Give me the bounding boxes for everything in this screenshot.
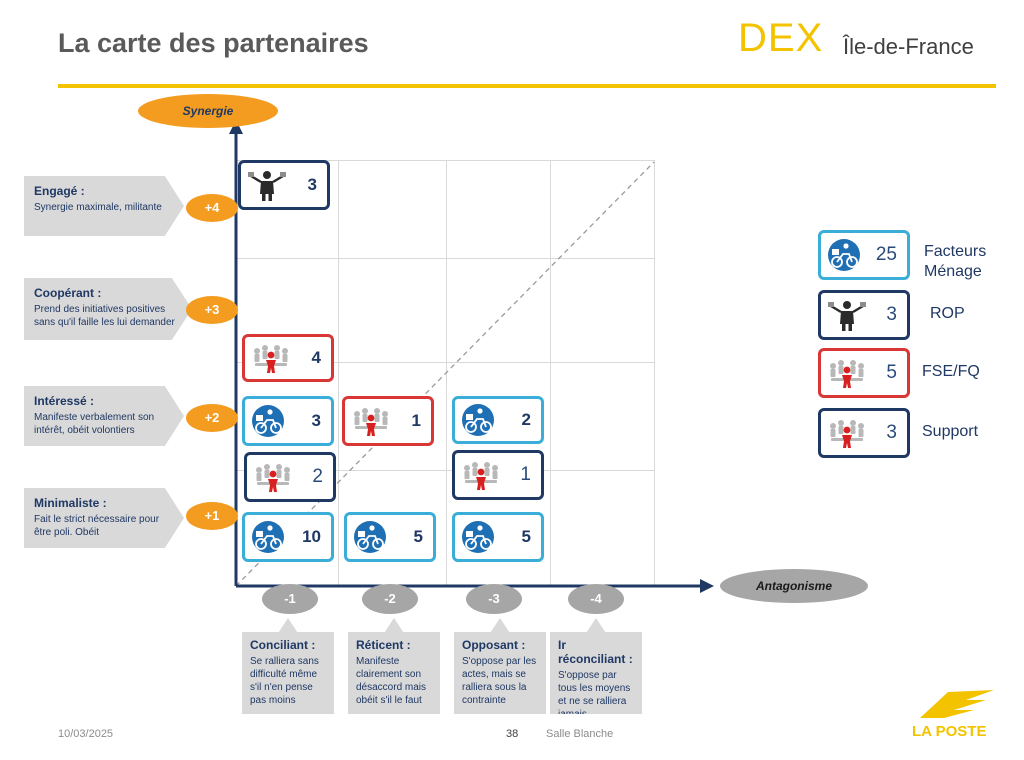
- team-red-icon: [253, 460, 293, 494]
- dex-logo: DEX: [738, 16, 824, 60]
- y-axis-arrow: [229, 120, 243, 134]
- postman-bike-icon: [251, 520, 291, 554]
- postman-bike-icon: [827, 238, 867, 272]
- legend-card-support: 3: [818, 408, 910, 458]
- legend-count: 5: [886, 362, 897, 383]
- level-badge: +1: [186, 502, 238, 530]
- level-callout-reticent: Réticent : Manifeste clairement son désa…: [348, 618, 440, 714]
- level-description: Manifeste clairement son désaccord mais …: [356, 656, 427, 706]
- partner-count: 3: [311, 411, 321, 430]
- team-red-icon: [461, 458, 501, 492]
- team-red-icon: [827, 356, 867, 390]
- postman-bike-icon: [353, 520, 393, 554]
- level-badge: -3: [466, 584, 522, 614]
- level-title: Coopérant :: [34, 286, 102, 300]
- level-callout-cooperant: Coopérant : Prend des initiatives positi…: [24, 278, 192, 340]
- team-red-icon: [827, 416, 867, 450]
- team-red-icon: [251, 341, 291, 375]
- level-description: Prend des initiatives positives sans qu'…: [34, 304, 175, 328]
- level-badge: +2: [186, 404, 238, 432]
- level-badge: -2: [362, 584, 418, 614]
- legend-label-fse: FSE/FQ: [922, 363, 980, 380]
- level-description: Se ralliera sans difficulté même s'il n'…: [250, 656, 319, 706]
- y-axis-label: Synergie: [138, 94, 278, 128]
- legend-card-fse: 5: [818, 348, 910, 398]
- level-title: Minimaliste :: [34, 496, 107, 510]
- level-description: Fait le strict nécessaire pour être poli…: [34, 514, 160, 538]
- level-description: Synergie maximale, militante: [34, 202, 162, 213]
- level-title: Intéressé :: [34, 394, 95, 408]
- level-title: Opposant :: [462, 638, 526, 652]
- legend-card-facteurs: 25: [818, 230, 910, 280]
- page-number: 38: [506, 728, 519, 740]
- partner-card: 2: [244, 452, 336, 502]
- partner-card: 2: [452, 396, 544, 444]
- la-poste-bird-icon: [920, 690, 994, 718]
- level-description: Manifeste verbalement son intérêt, obéit…: [34, 412, 155, 436]
- legend-label-line: Facteurs: [924, 243, 987, 260]
- legend-count: 3: [886, 422, 897, 443]
- level-callout-interesse: Intéressé : Manifeste verbalement son in…: [24, 386, 184, 446]
- footer-room: Salle Blanche: [546, 728, 614, 740]
- level-callout-irreconciliant: Ir réconciliant : S'oppose par tous les …: [550, 618, 642, 714]
- partner-count: 3: [307, 175, 317, 194]
- legend-count: 25: [875, 244, 897, 265]
- partner-count: 4: [311, 348, 321, 367]
- la-poste-logo-text: LA POSTE: [912, 723, 987, 740]
- header-divider: [58, 84, 996, 88]
- level-badge: -4: [568, 584, 624, 614]
- legend-count: 3: [886, 304, 897, 325]
- legend-label-rop: ROP: [930, 305, 965, 322]
- level-badge: +3: [186, 296, 238, 324]
- partner-count: 1: [411, 411, 421, 430]
- legend-card-rop: 3: [818, 290, 910, 340]
- level-callout-opposant: Opposant : S'oppose par les actes, mais …: [454, 618, 546, 714]
- level-title: Engagé :: [34, 184, 85, 198]
- page-title: La carte des partenaires: [58, 28, 369, 58]
- partner-card: 1: [452, 450, 544, 500]
- x-axis-label: Antagonisme: [720, 569, 868, 603]
- logo-region-label: Île-de-France: [843, 34, 974, 59]
- level-title: Réticent :: [356, 638, 411, 652]
- level-description: S'oppose par tous les moyens et ne se ra…: [558, 670, 631, 720]
- partner-card: 3: [238, 160, 330, 210]
- postman-bike-icon: [461, 520, 501, 554]
- level-badge: -1: [262, 584, 318, 614]
- team-red-icon: [351, 404, 391, 438]
- level-title: Conciliant :: [250, 638, 316, 652]
- footer-date: 10/03/2025: [58, 728, 114, 740]
- partner-count: 2: [521, 410, 531, 429]
- businessman-icon: [247, 168, 287, 202]
- partner-card: 5: [344, 512, 436, 562]
- legend-label-support: Support: [922, 423, 979, 440]
- partner-count: 2: [312, 466, 323, 487]
- partner-count: 5: [413, 527, 423, 546]
- partner-count: 10: [302, 527, 321, 546]
- partner-card: 10: [242, 512, 334, 562]
- x-axis-arrow: [700, 579, 714, 593]
- level-callout-minimaliste: Minimaliste : Fait le strict nécessaire …: [24, 488, 184, 548]
- partner-card: 3: [242, 396, 334, 446]
- legend-label-line: Ménage: [924, 263, 982, 280]
- level-badge: +4: [186, 194, 238, 222]
- partner-card: 1: [342, 396, 434, 446]
- postman-bike-icon: [251, 404, 291, 438]
- businessman-icon: [827, 298, 867, 332]
- level-callout-conciliant: Conciliant : Se ralliera sans difficulté…: [242, 618, 334, 714]
- partner-card: 4: [242, 334, 334, 382]
- partner-card: 5: [452, 512, 544, 562]
- partner-count: 1: [520, 464, 531, 485]
- level-callout-engage: Engagé : Synergie maximale, militante: [24, 176, 184, 236]
- legend-label-facteurs: Facteurs Ménage: [924, 242, 986, 282]
- level-description: S'oppose par les actes, mais se ralliera…: [462, 656, 537, 706]
- level-title: Ir réconciliant :: [558, 638, 633, 666]
- partner-count: 5: [521, 527, 531, 546]
- postman-bike-icon: [461, 403, 501, 437]
